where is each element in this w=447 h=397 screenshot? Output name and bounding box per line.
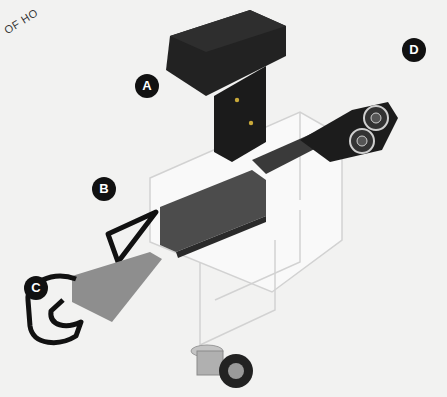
callout-letter: C [24, 276, 48, 300]
wheel [364, 106, 388, 130]
callout-letter: D [402, 38, 426, 62]
wheel [350, 129, 374, 153]
wheel-hub [357, 136, 367, 146]
frame-leg [200, 240, 275, 345]
seat-top [170, 10, 286, 52]
seat-block [166, 10, 286, 96]
callout-circle [402, 38, 426, 62]
callout-circle [92, 177, 116, 201]
seat-stem [214, 66, 266, 162]
hook-plate [72, 252, 162, 322]
screw-dot [249, 121, 253, 125]
plate-edge [176, 216, 266, 258]
callout-circle [135, 74, 159, 98]
caster-hub [228, 363, 244, 379]
wheel-plate [300, 102, 398, 162]
callout-letter: A [135, 74, 159, 98]
callout-circle [24, 276, 48, 300]
callout-letter: B [92, 177, 116, 201]
screw-dot [235, 98, 239, 102]
wheel-hub [371, 113, 381, 123]
caster-wheel [219, 354, 253, 388]
